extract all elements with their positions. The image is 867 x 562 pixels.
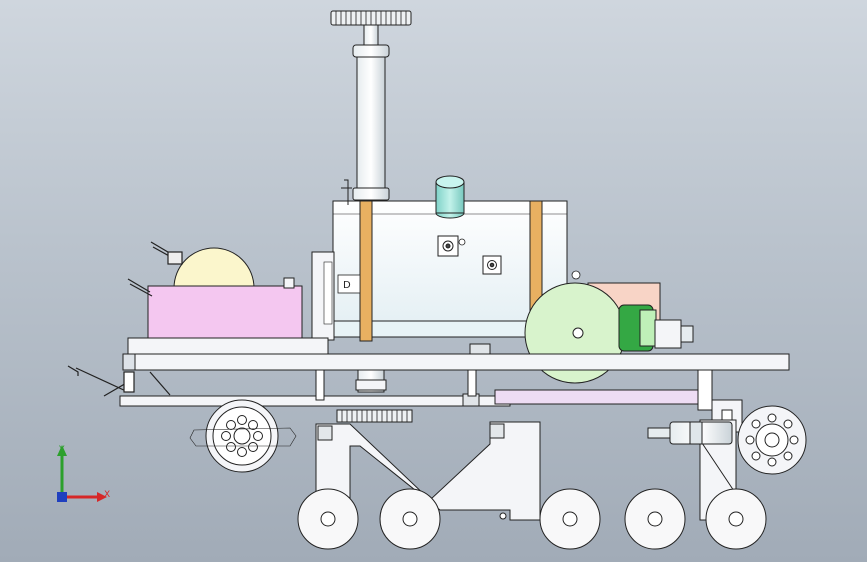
left-pink-box — [147, 285, 303, 342]
vertical-shaft — [356, 56, 386, 198]
svg-text:D: D — [343, 280, 351, 291]
gold-strap-left — [359, 200, 373, 342]
road-wheel-icon-2 — [379, 488, 441, 550]
tension-cylinder — [647, 421, 733, 445]
road-wheel-icon-3 — [539, 488, 601, 550]
shaft-neck — [363, 24, 379, 46]
dark-green-coupling — [618, 304, 694, 352]
road-wheel-icon-1 — [297, 488, 359, 550]
x-axis-label: X — [104, 490, 110, 500]
front-arm-linkage — [67, 365, 171, 397]
lift-hook — [341, 179, 352, 205]
cyan-cap — [435, 175, 465, 219]
tension-wheel-icon — [737, 405, 807, 475]
frame-clip — [469, 343, 491, 355]
main-frame — [119, 337, 790, 433]
rear-pink-plate — [494, 389, 702, 405]
left-side-pins — [127, 241, 183, 297]
shaft-collar — [352, 44, 390, 58]
lower-spur-gear-icon — [336, 409, 413, 423]
road-wheel-icon-5 — [705, 488, 767, 550]
coordinate-triad-icon: Y X — [57, 445, 110, 502]
top-spur-gear-icon — [330, 10, 412, 26]
shaft-base-collar — [352, 187, 390, 201]
road-wheel-icon-4 — [624, 488, 686, 550]
y-axis-label: Y — [58, 445, 65, 455]
sprocket-wheel-icon — [205, 399, 279, 473]
